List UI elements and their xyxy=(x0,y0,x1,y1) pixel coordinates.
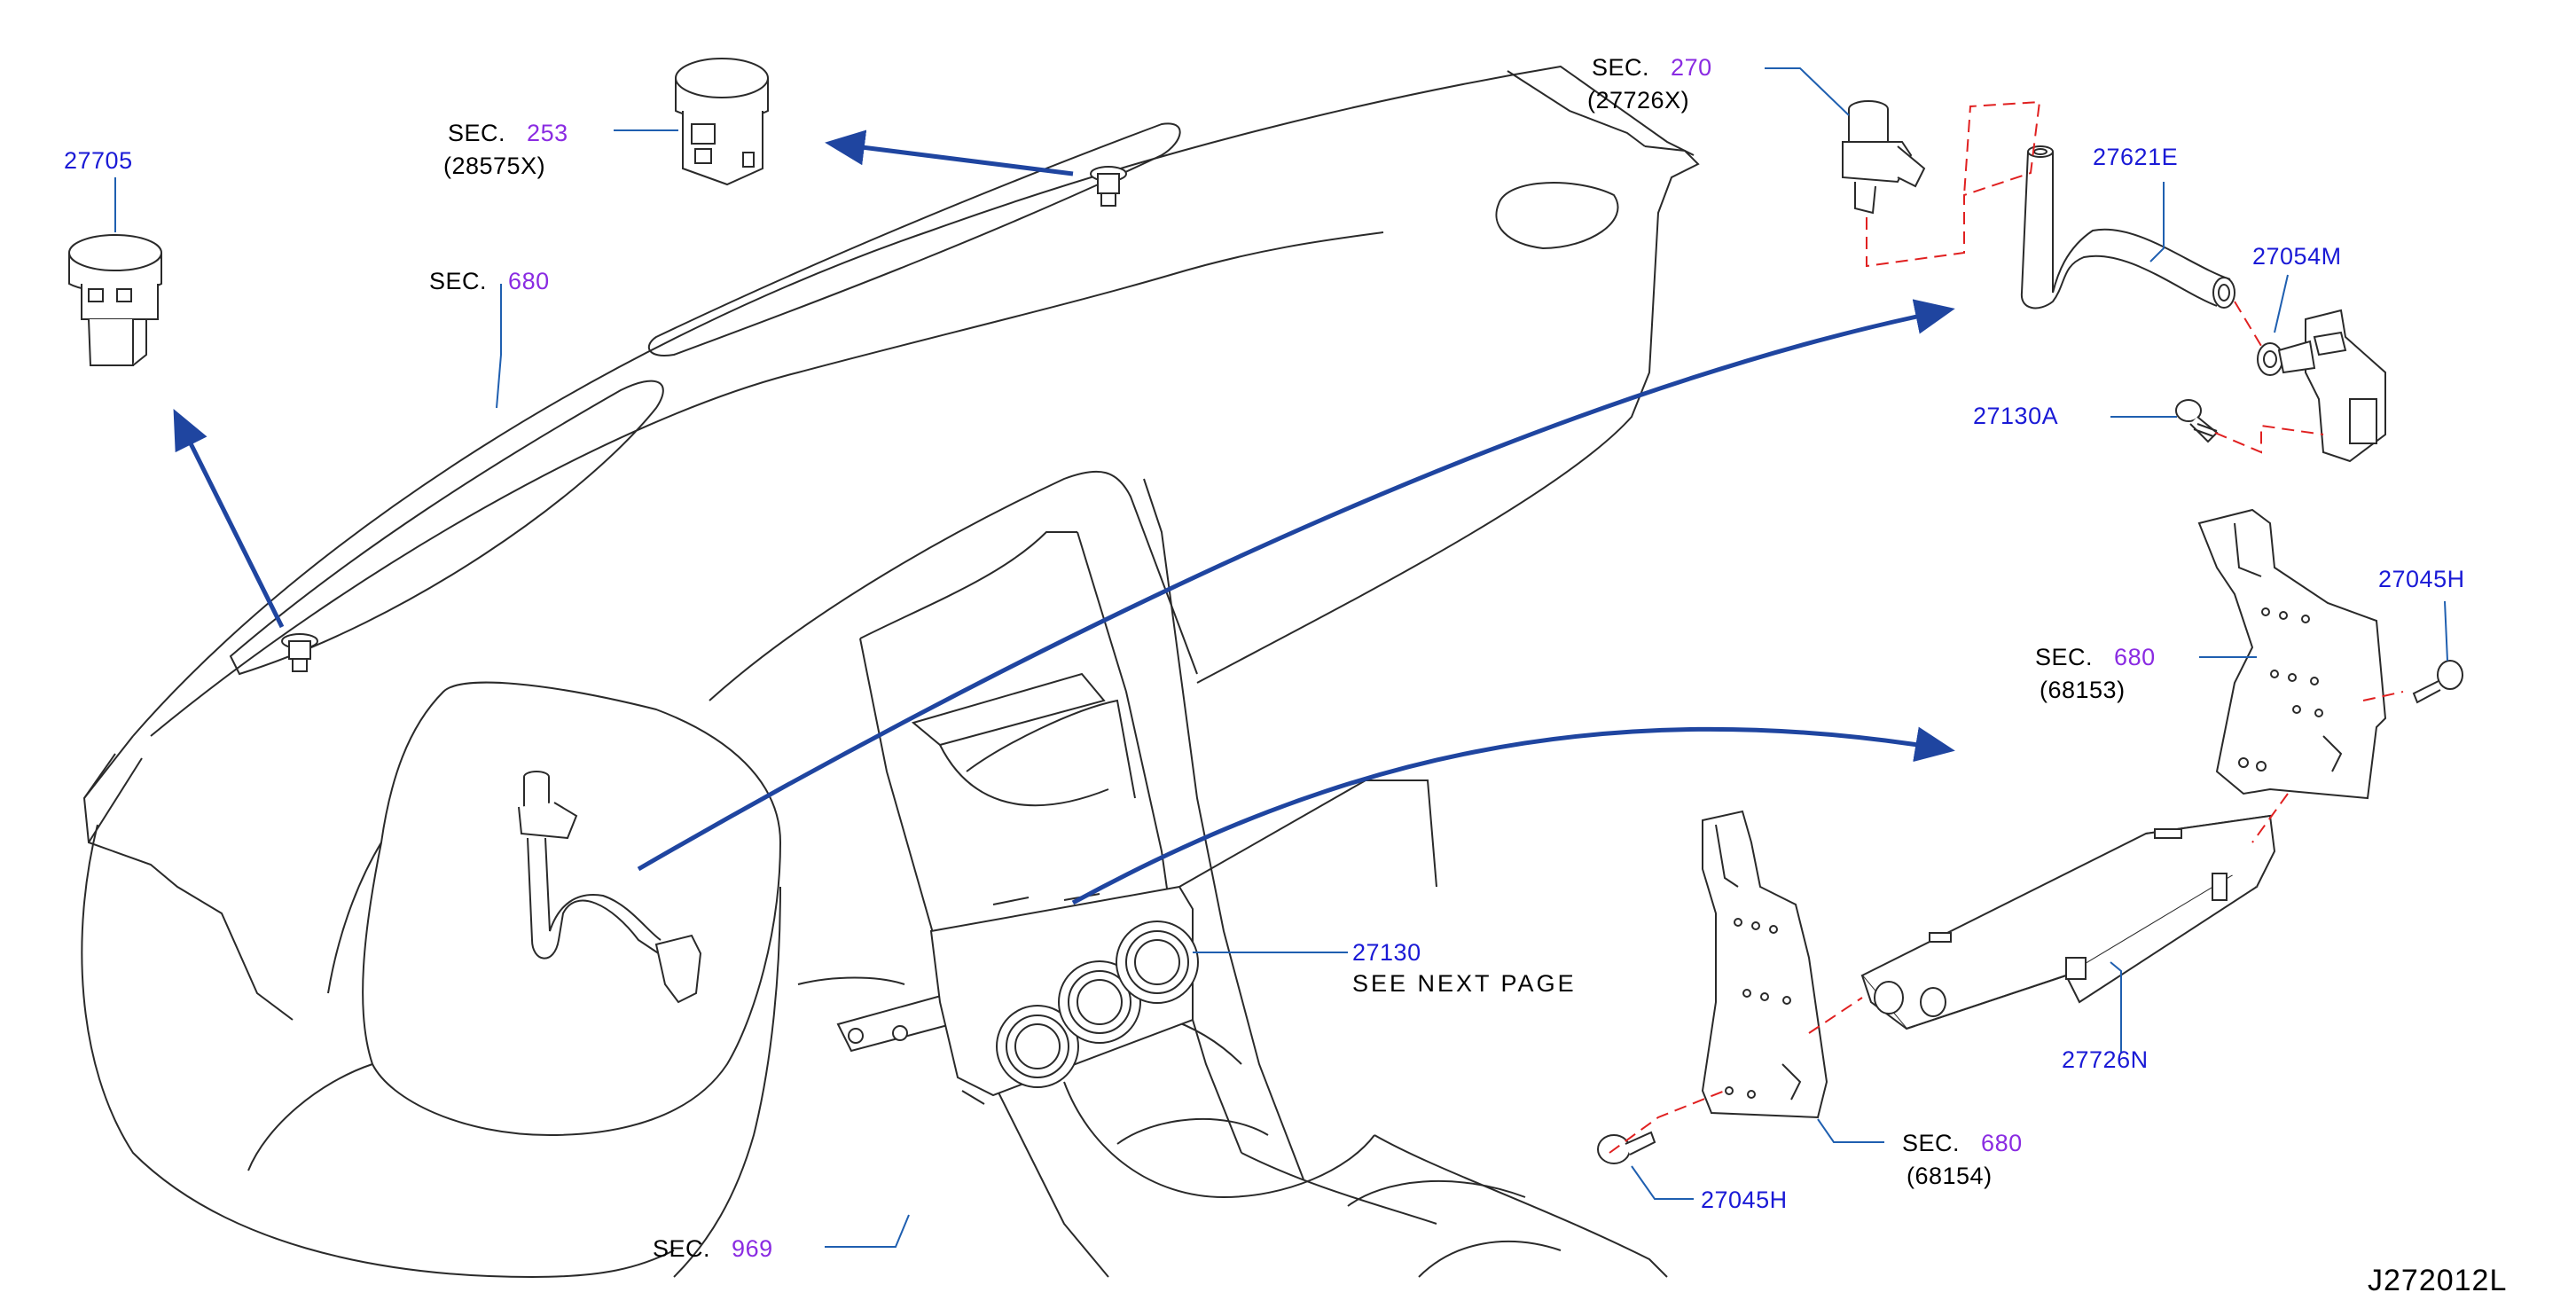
section-sub-28575X: (28575X) xyxy=(443,153,546,179)
dash-clip-left xyxy=(281,633,318,672)
section-number-253: 253 xyxy=(527,120,568,146)
section-label-969: SEC. 969 xyxy=(653,1237,773,1261)
motor-27054M-drawing xyxy=(2257,309,2386,463)
sensor-27705-drawing xyxy=(68,234,162,366)
section-label-680-mid: SEC. 680 xyxy=(2035,646,2156,670)
assembly-dashed-lines xyxy=(1609,100,2404,1154)
section-prefix: SEC. xyxy=(2035,644,2094,670)
section-label-270: SEC. 270 xyxy=(1592,56,1712,80)
part-label-27045H-bottom: 27045H xyxy=(1701,1187,1788,1213)
section-number-680: 680 xyxy=(2114,644,2156,670)
reference-arrows xyxy=(173,129,1955,905)
part-label-27621E: 27621E xyxy=(2093,144,2179,170)
sensor-harness-drawing xyxy=(518,771,702,1004)
section-sub-68153: (68153) xyxy=(2040,677,2126,703)
aspirator-27726X-drawing xyxy=(1842,100,1926,215)
leader-lines xyxy=(114,67,2448,1248)
section-label-253: SEC. 253 xyxy=(448,121,568,145)
instrument-panel-outline xyxy=(81,65,1700,1279)
part-label-27726N: 27726N xyxy=(2062,1046,2149,1073)
heater-control-27130-drawing xyxy=(836,885,1199,1105)
section-number-680: 680 xyxy=(508,268,550,294)
section-number-680: 680 xyxy=(1981,1130,2023,1156)
hose-27621E-drawing xyxy=(2020,145,2235,309)
dash-clip-top xyxy=(1090,166,1127,207)
screw-27045H-right-drawing xyxy=(2412,660,2463,704)
part-label-27130A: 27130A xyxy=(1973,403,2059,429)
bracket-68154-drawing xyxy=(1701,810,1828,1119)
part-label-27045H-right: 27045H xyxy=(2378,566,2465,592)
bracket-68153-drawing xyxy=(2197,508,2387,800)
section-number-270: 270 xyxy=(1671,54,1712,81)
diagram-code: J272012L xyxy=(2368,1264,2508,1297)
screw-27045H-bottom-drawing xyxy=(1597,1131,1656,1164)
section-prefix: SEC. xyxy=(1902,1130,1961,1156)
part-label-27130: 27130 xyxy=(1352,939,1421,966)
section-prefix: SEC. xyxy=(429,268,488,294)
section-prefix: SEC. xyxy=(448,120,506,146)
section-sub-68154: (68154) xyxy=(1907,1163,1993,1189)
see-next-page-note: SEE NEXT PAGE xyxy=(1352,970,1577,997)
section-prefix: SEC. xyxy=(653,1235,711,1262)
sensor-28575X-drawing xyxy=(675,58,769,186)
part-label-27054M: 27054M xyxy=(2252,243,2342,270)
part-label-27705: 27705 xyxy=(64,147,133,174)
control-unit-27726N-drawing xyxy=(1860,814,2276,1030)
section-sub-27726X: (27726X) xyxy=(1587,87,1690,114)
screw-27130A-drawing xyxy=(2175,399,2219,443)
section-label-680-top: SEC. 680 xyxy=(429,270,550,294)
section-label-680-bottom: SEC. 680 xyxy=(1902,1132,2023,1155)
section-prefix: SEC. xyxy=(1592,54,1650,81)
section-number-969: 969 xyxy=(732,1235,773,1262)
